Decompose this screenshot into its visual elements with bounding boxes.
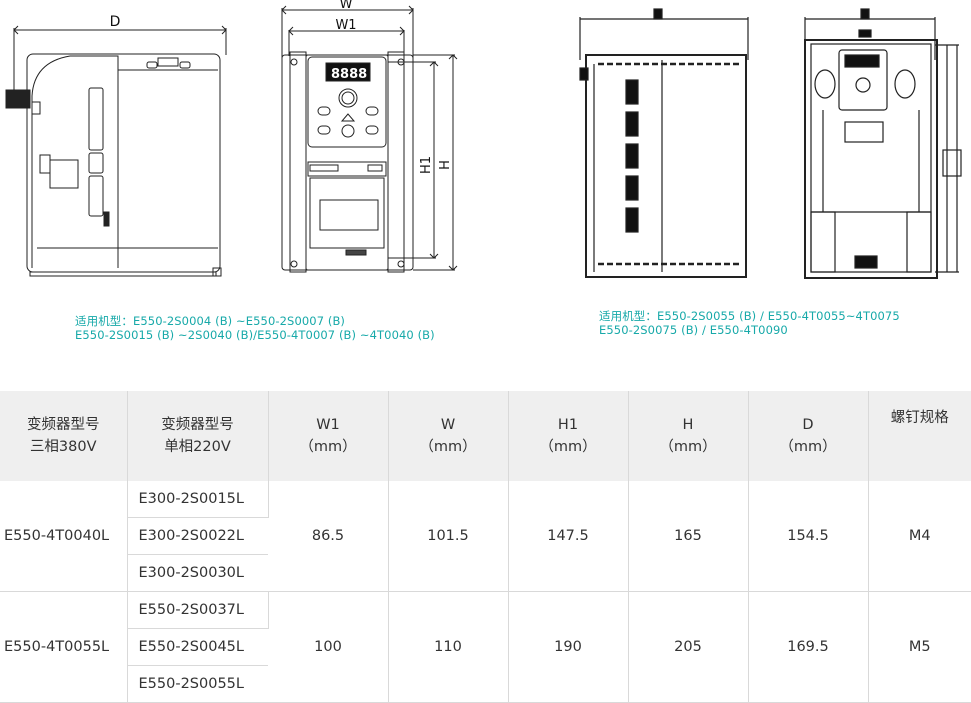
dim-h1-label: H1 [419, 156, 434, 174]
right-drawing-caption: 适用机型：E550-2S0055 (B) / E550-4T0055~4T007… [599, 309, 900, 337]
header-w1: W1（mm） [268, 391, 389, 481]
header-screw-spec: 螺钉规格 [868, 391, 971, 481]
side-view-drawing: D [5, 14, 227, 277]
w1-cell: 100 [268, 591, 389, 703]
header-three-phase-model: 变频器型号三相380V [0, 391, 128, 481]
single-phase-model-cell: E300-2S0022L [127, 517, 268, 555]
table-header-row: 变频器型号三相380V 变频器型号单相220V W1（mm） W（mm） H1（… [0, 391, 971, 481]
single-phase-model-cell: E550-2S0055L [127, 665, 268, 703]
front-view-drawing: 8888 W W1 H1 H [281, 0, 458, 273]
dim-w-label: W [340, 0, 353, 12]
three-phase-model-cell: E550-4T0055L [0, 591, 128, 703]
w-cell: 101.5 [388, 481, 509, 592]
header-d: D（mm） [748, 391, 869, 481]
display-digits: 8888 [331, 67, 367, 82]
h-cell: 205 [628, 591, 749, 703]
dim-d-label: D [110, 14, 121, 30]
screw-cell: M4 [868, 481, 971, 592]
caption-line: 适用机型：E550-2S0004 (B) ~E550-2S0007 (B) [75, 314, 346, 328]
single-phase-model-cell: E300-2S0015L [127, 481, 269, 518]
table-row: E300-2S0022L [0, 517, 971, 555]
three-phase-model-cell: E550-4T0040L [0, 481, 128, 592]
dim-h-label: H [438, 160, 453, 170]
h1-cell: 190 [508, 591, 629, 703]
large-side-view-drawing [579, 8, 749, 278]
single-phase-model-cell: E300-2S0030L [127, 554, 268, 592]
dim-w1-label: W1 [335, 18, 356, 33]
single-phase-model-cell: E550-2S0037L [127, 591, 269, 629]
d-cell: 154.5 [748, 481, 869, 592]
screw-cell: M5 [868, 591, 971, 703]
header-w: W（mm） [388, 391, 509, 481]
single-phase-model-cell: E550-2S0045L [127, 628, 268, 666]
h1-cell: 147.5 [508, 481, 629, 592]
w1-cell: 86.5 [268, 481, 389, 592]
header-h1: H1（mm） [508, 391, 629, 481]
dimension-spec-table: 变频器型号三相380V 变频器型号单相220V W1（mm） W（mm） H1（… [0, 391, 971, 703]
d-cell: 169.5 [748, 591, 869, 703]
h-cell: 165 [628, 481, 749, 592]
caption-line: E550-2S0015 (B) ~2S0040 (B)/E550-4T0007 … [75, 328, 435, 342]
table-row: E550-2S0045L [0, 628, 971, 666]
header-h: H（mm） [628, 391, 749, 481]
caption-line: 适用机型：E550-2S0055 (B) / E550-4T0055~4T007… [599, 309, 900, 323]
w-cell: 110 [388, 591, 509, 703]
table-row: E550-4T0055L E550-2S0037L 100 110 190 20… [0, 591, 971, 703]
caption-line: E550-2S0075 (B) / E550-4T0090 [599, 323, 788, 337]
table-row: E550-4T0040L E300-2S0015L 86.5 101.5 147… [0, 481, 971, 592]
large-front-view-drawing [804, 8, 962, 279]
header-single-phase-model: 变频器型号单相220V [127, 391, 269, 481]
table-row: E300-2S0030L [0, 554, 971, 592]
left-drawing-caption: 适用机型：E550-2S0004 (B) ~E550-2S0007 (B) E5… [75, 314, 435, 342]
